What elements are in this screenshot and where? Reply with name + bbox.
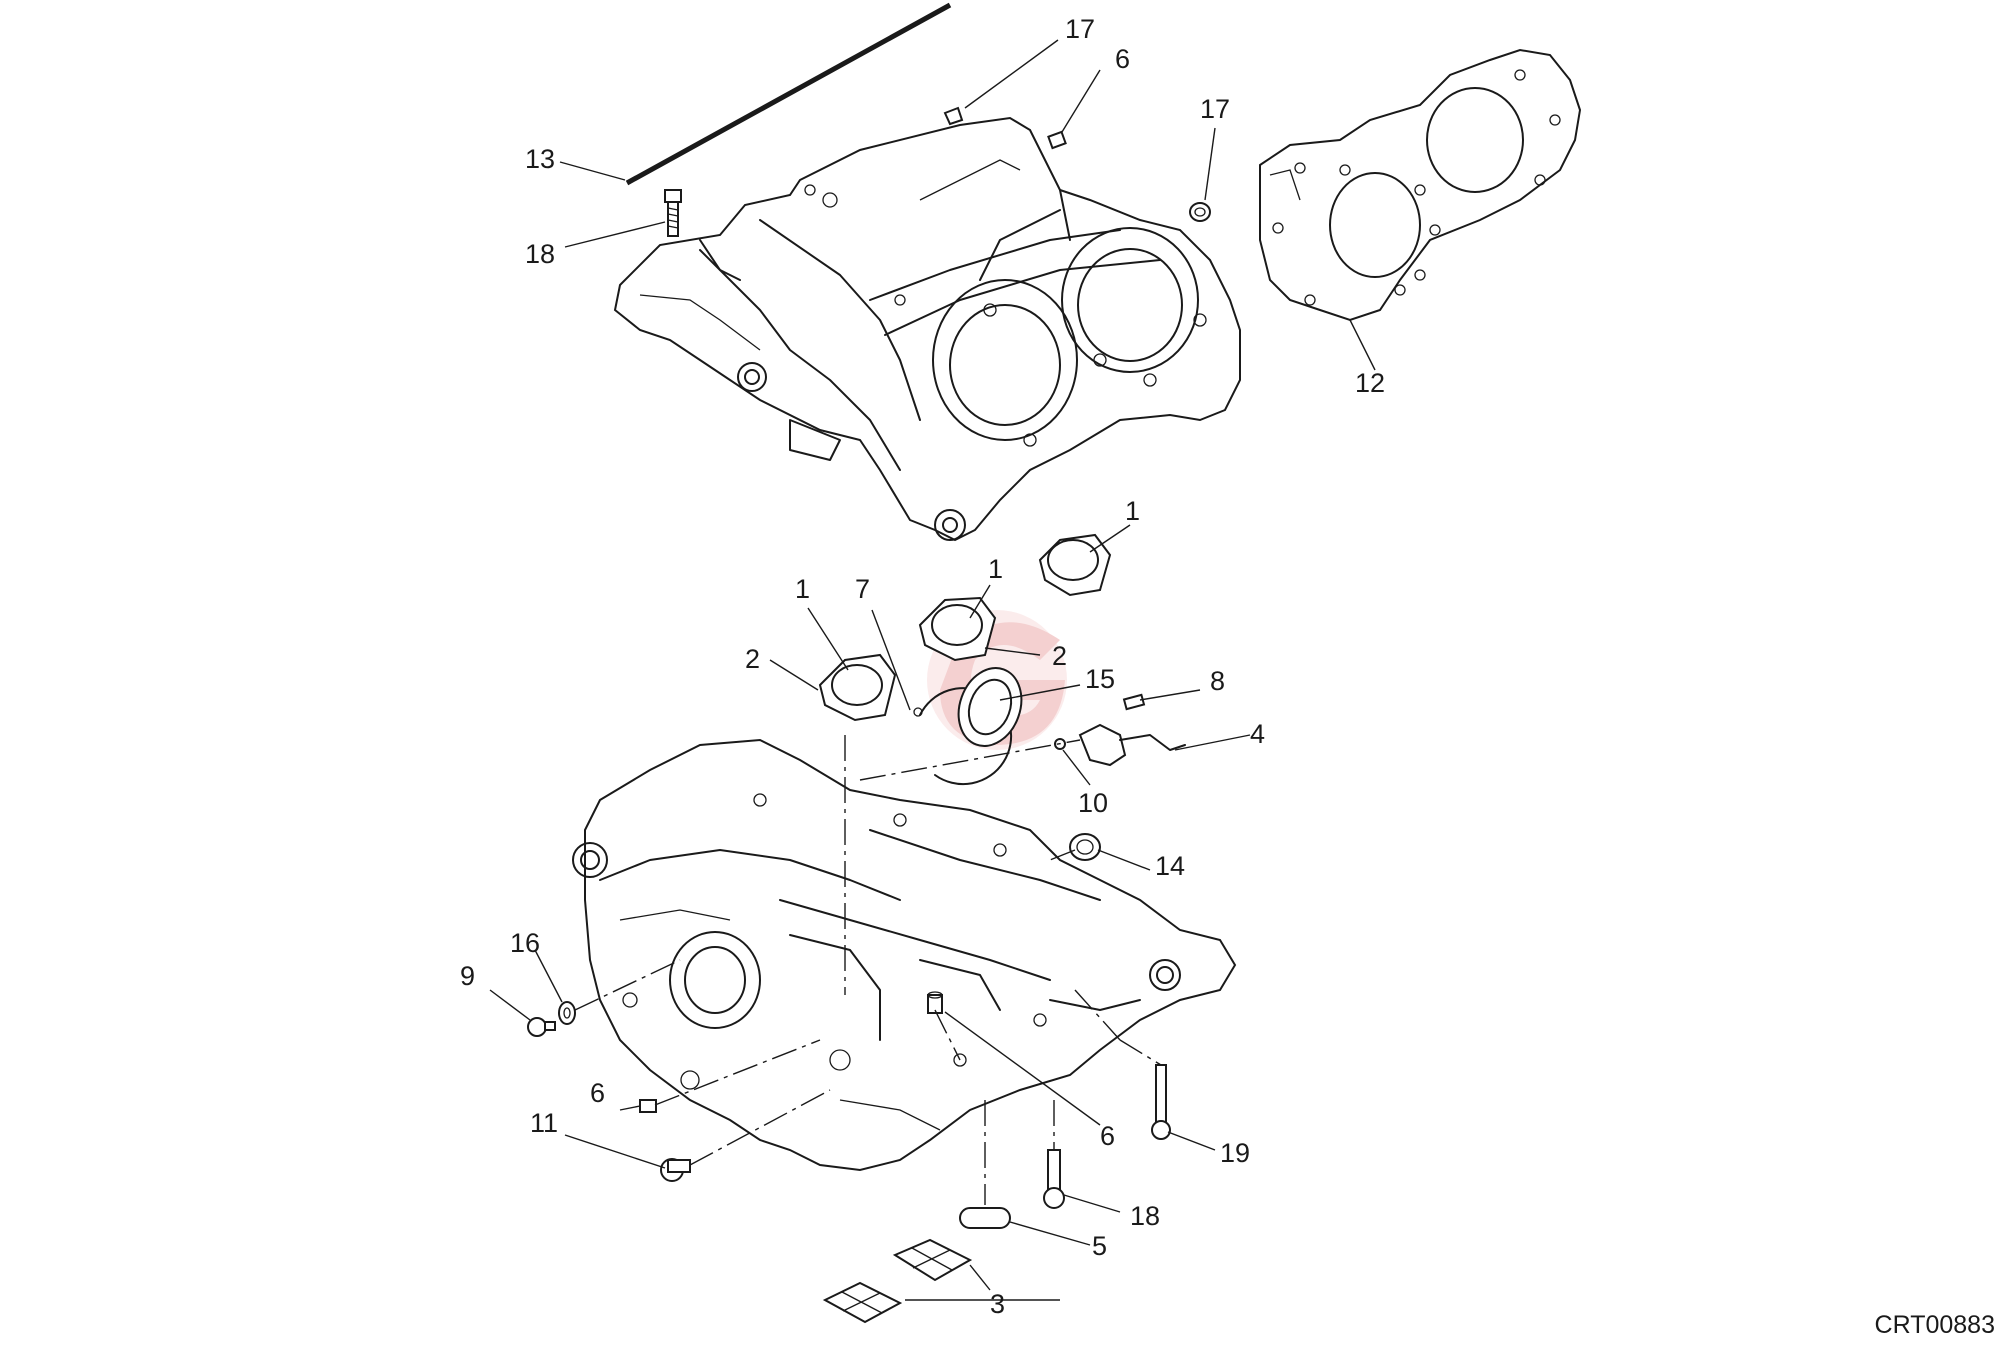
bolt-19 [1151, 1064, 1171, 1140]
washer-16 [558, 1001, 576, 1025]
callout-label: 15 [1085, 664, 1115, 694]
callout-label: 6 [1100, 1121, 1115, 1151]
callout-label: 6 [590, 1078, 605, 1108]
main-bearing-1-center [918, 596, 997, 662]
callout-label: 6 [1115, 44, 1130, 74]
assembly-axes [574, 735, 1162, 1205]
callout-labels: 17 6 17 13 18 12 1 1 1 7 2 2 15 8 4 10 1… [460, 14, 1385, 1319]
lower-crankcase-half [572, 738, 1237, 1172]
callout-label: 7 [855, 574, 870, 604]
callout-label: 14 [1155, 851, 1185, 881]
callout-label: 18 [1130, 1201, 1160, 1231]
dowel-6-lower-center [927, 991, 943, 1014]
callout-label: 8 [1210, 666, 1225, 696]
main-bearing-1-right [1038, 533, 1112, 597]
callout-label: 9 [460, 961, 475, 991]
plug-11 [660, 1158, 691, 1182]
bushing-17-right [1189, 202, 1211, 222]
callout-label: 10 [1078, 788, 1108, 818]
dowel-6-upper [1047, 130, 1067, 150]
callout-label: 5 [1092, 1231, 1107, 1261]
head-gasket-12 [1259, 48, 1582, 322]
callout-label: 1 [988, 554, 1003, 584]
dowel-6-lower-left [639, 1099, 657, 1113]
screw-9 [527, 1017, 556, 1037]
callout-label: 4 [1250, 719, 1265, 749]
callout-label: 19 [1220, 1138, 1250, 1168]
callout-label: 18 [525, 239, 555, 269]
o-ring-5 [959, 1207, 1011, 1229]
callout-label: 11 [530, 1108, 558, 1138]
filter-3-upper [892, 1238, 973, 1282]
callout-label: 3 [990, 1289, 1005, 1319]
callout-label: 12 [1355, 368, 1385, 398]
upper-crankcase-half [613, 116, 1241, 542]
main-bearing-1-left [818, 653, 897, 722]
callout-label: 1 [795, 574, 810, 604]
callout-label: 13 [525, 144, 555, 174]
callout-label: 2 [1052, 641, 1067, 671]
filter-3-lower [822, 1281, 903, 1324]
callout-label: 17 [1065, 14, 1095, 44]
callout-label: 17 [1200, 94, 1230, 124]
bolt-18-lower [1043, 1149, 1065, 1209]
sensor-4 [1078, 723, 1186, 767]
callout-label: 16 [510, 928, 540, 958]
o-ring-10 [1054, 738, 1066, 750]
screw-8 [1122, 693, 1146, 711]
bushing-14 [1069, 833, 1101, 861]
bolt-18-upper [664, 189, 682, 237]
drawing-code: CRT00883 [1874, 1311, 1995, 1339]
sealing-strip-13 [625, 2, 953, 187]
callout-label: 2 [745, 644, 760, 674]
oil-seal-15 [957, 667, 1023, 747]
dowel-17-upper [943, 106, 964, 126]
leader-lines [489, 39, 1376, 1301]
callout-label: 1 [1125, 496, 1140, 526]
